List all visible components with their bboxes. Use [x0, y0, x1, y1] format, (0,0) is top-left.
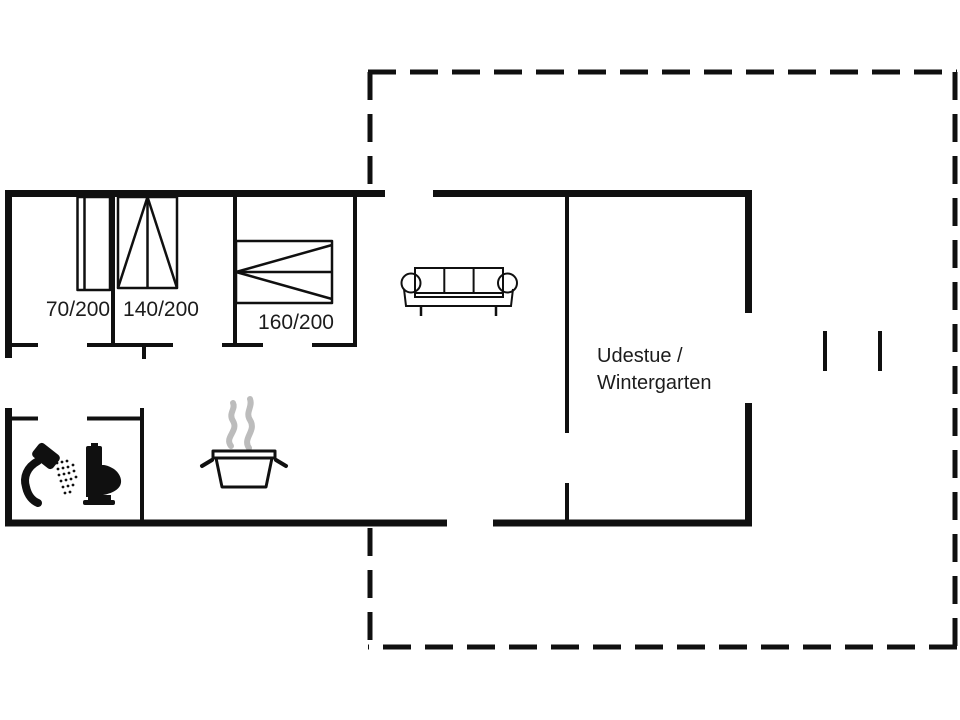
steam-icon — [226, 396, 255, 451]
sofa-armrest-left — [400, 272, 422, 294]
shower-hose — [21, 457, 42, 507]
toilet-tank — [86, 446, 102, 467]
shower-head — [32, 442, 60, 470]
bed-diagonal-top — [235, 243, 333, 274]
room-label-line1: Udestue / — [597, 345, 683, 367]
toilet-button — [91, 443, 98, 448]
pot-body — [214, 456, 274, 489]
bed-140-label: 140/200 — [123, 298, 199, 321]
toilet-base — [83, 500, 115, 505]
pot-handle-right — [274, 458, 288, 468]
sofa-icon — [400, 267, 518, 316]
toilet-pedestal — [88, 495, 111, 502]
bed-140x200-icon — [116, 195, 179, 290]
toilet-icon — [83, 443, 122, 505]
shower-spray-dots — [55, 459, 78, 495]
sofa-body — [414, 267, 504, 298]
bed-diagonal-bottom — [235, 270, 333, 301]
bed-70-label: 70/200 — [46, 298, 110, 321]
shower-icon — [21, 442, 78, 507]
toilet-bowl — [86, 465, 122, 497]
bed-frame — [76, 195, 112, 292]
interior-walls — [9, 197, 569, 523]
bed-70x200-icon — [76, 195, 112, 292]
cooking-pot-icon — [200, 396, 288, 489]
pot-handle-left — [200, 458, 214, 468]
room-label-line2: Wintergarten — [597, 372, 712, 394]
terrace-dashed-boundary — [367, 69, 958, 650]
bed-160-label: 160/200 — [258, 311, 334, 334]
bed-160x200-icon — [234, 239, 334, 305]
sofa-armrest-right — [497, 272, 518, 294]
bed-diagonal-right — [146, 196, 179, 289]
exterior-walls — [5, 190, 752, 527]
sofa-base — [403, 288, 514, 307]
pot-rim — [211, 449, 277, 460]
bed-diagonal-left — [116, 196, 149, 289]
